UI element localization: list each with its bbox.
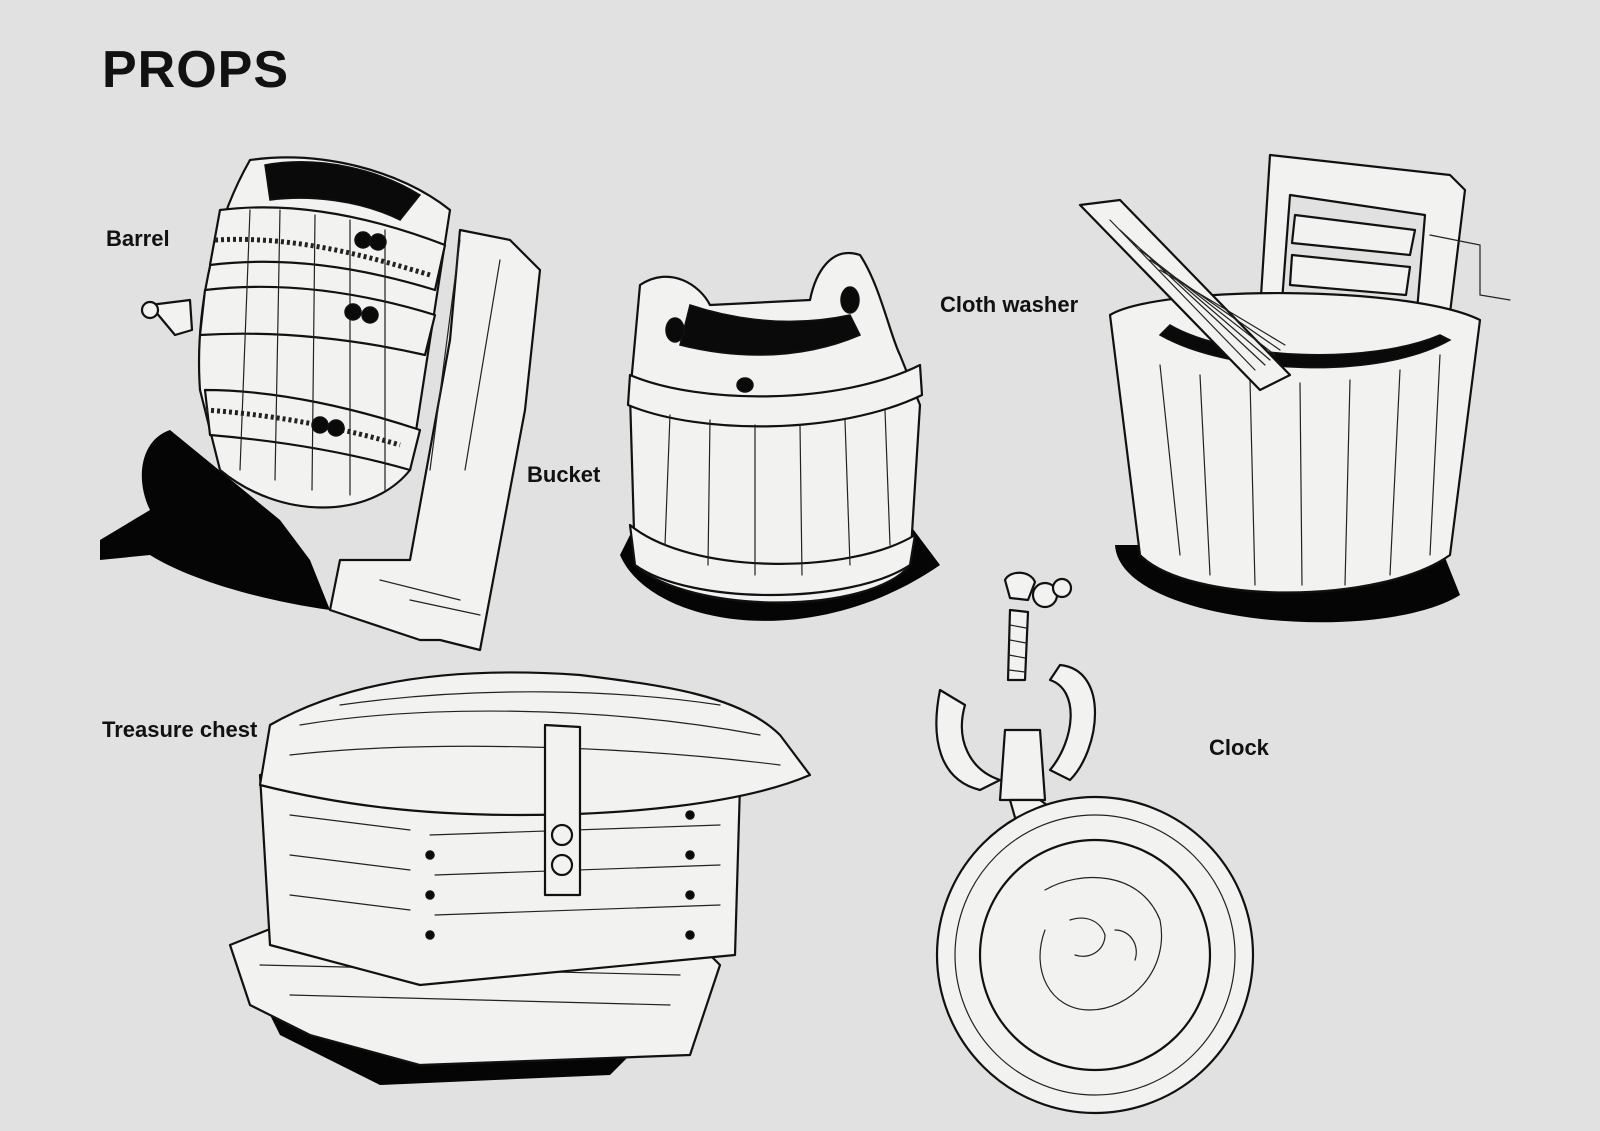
clock-illustration [935, 571, 1255, 1115]
bucket-illustration [620, 252, 940, 621]
label-clock: Clock [1209, 735, 1269, 760]
label-barrel: Barrel [106, 226, 170, 251]
page-title: PROPS [102, 41, 290, 99]
cloth-washer-illustration [1078, 153, 1511, 623]
label-cloth-washer: Cloth washer [940, 292, 1079, 317]
label-bucket: Bucket [527, 462, 601, 487]
treasure-chest-illustration [228, 671, 812, 1085]
label-treasure-chest: Treasure chest [102, 717, 258, 742]
barrel-illustration [100, 156, 542, 652]
